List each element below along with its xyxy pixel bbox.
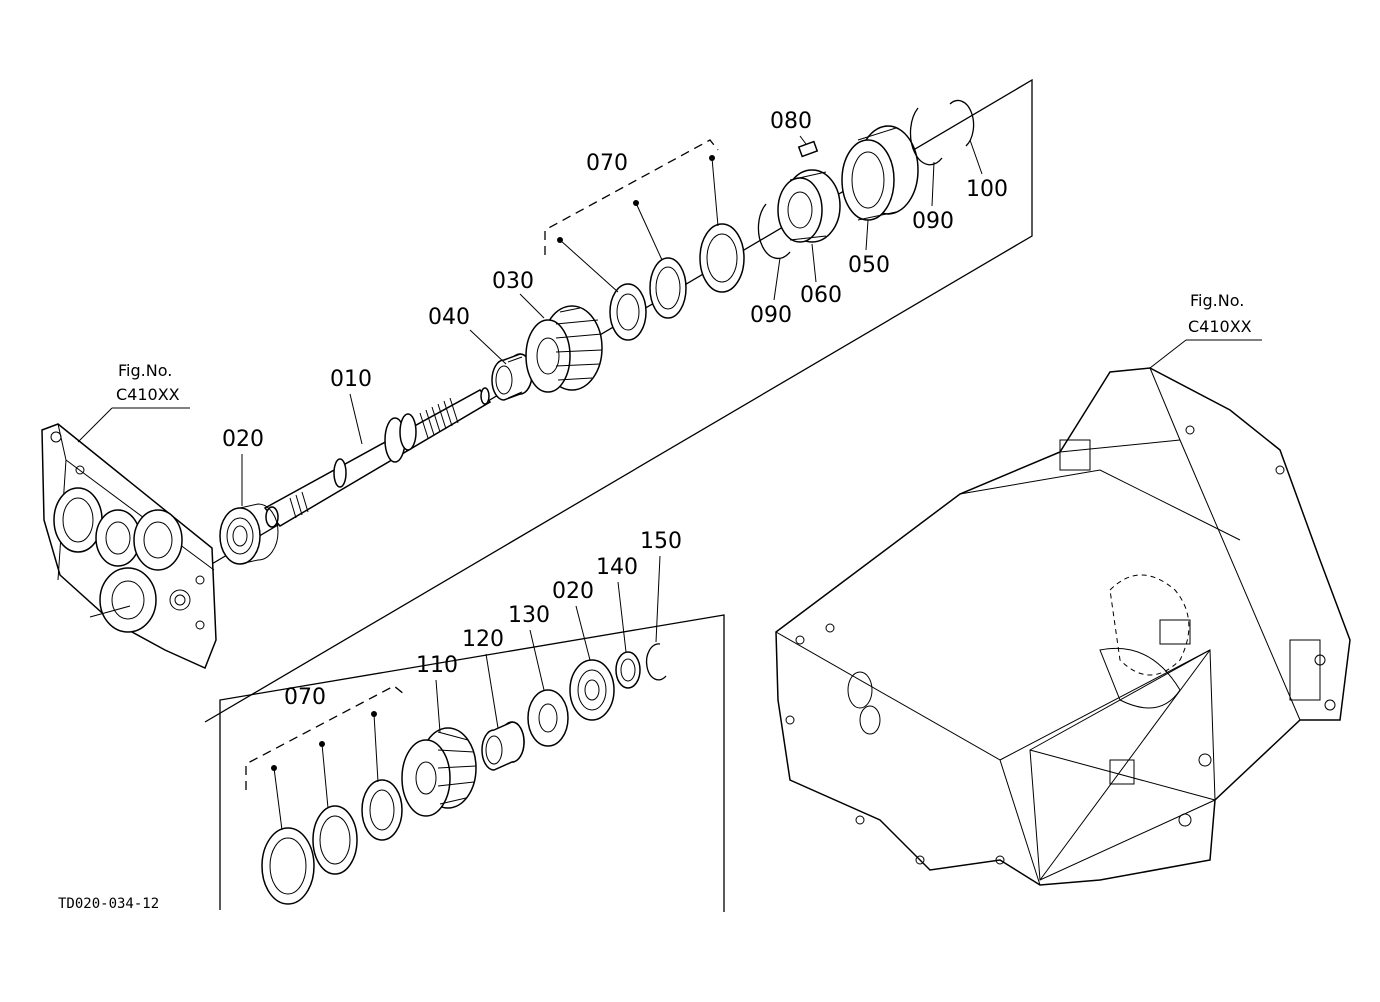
fig-ref-right-line1: Fig.No. (1190, 291, 1244, 310)
drawing-code: TD020-034-12 (58, 896, 159, 912)
left-housing-case (41, 423, 217, 670)
label-020-lower: 020 (552, 579, 594, 604)
part-070-synchro-lower (261, 711, 403, 905)
part-050-sleeve (841, 125, 919, 221)
label-150: 150 (640, 529, 682, 554)
part-090-snap-ring-a (757, 203, 791, 259)
callout-090-a: 090 (750, 257, 792, 328)
label-090-b: 090 (912, 209, 954, 234)
part-060-hub (777, 169, 841, 243)
part-080-key (797, 140, 819, 158)
shaft-splines (289, 397, 459, 519)
label-080: 080 (770, 109, 812, 134)
part-090-snap-ring-b (909, 107, 943, 166)
callout-070-lower: 070 (245, 685, 405, 790)
fig-ref-left: Fig.No. C410XX (77, 361, 190, 443)
part-120-needle-bearing (481, 721, 525, 771)
callout-050: 050 (848, 219, 890, 278)
fig-ref-right-line2: C410XX (1188, 317, 1252, 336)
callout-130: 130 (508, 603, 550, 691)
label-100: 100 (966, 177, 1008, 202)
label-010: 010 (330, 367, 372, 392)
label-090-a: 090 (750, 303, 792, 328)
part-070-synchro-upper (557, 155, 745, 341)
gear-teeth (555, 307, 603, 381)
label-070-lower: 070 (284, 685, 326, 710)
label-140: 140 (596, 555, 638, 580)
part-150-circlip (645, 643, 667, 681)
callout-060: 060 (800, 243, 842, 308)
label-050: 050 (848, 253, 890, 278)
fig-ref-right: Fig.No. C410XX (1149, 291, 1262, 369)
label-060: 060 (800, 283, 842, 308)
callout-090-b: 090 (912, 161, 954, 234)
callout-030: 030 (492, 269, 545, 319)
part-020-bearing-lower (569, 659, 615, 721)
label-020-upper: 020 (222, 427, 264, 452)
part-020-bearing-upper (219, 503, 279, 565)
part-140-spacer (615, 651, 641, 689)
callout-070-upper: 070 (544, 139, 719, 255)
callout-110: 110 (416, 653, 458, 733)
part-130-washer (527, 689, 569, 747)
label-030: 030 (492, 269, 534, 294)
part-100-circlip (949, 99, 975, 147)
callout-080: 080 (770, 109, 812, 145)
callout-010: 010 (330, 367, 372, 445)
fig-ref-left-line2: C410XX (116, 385, 180, 404)
label-120: 120 (462, 627, 504, 652)
callout-150: 150 (640, 529, 682, 643)
callout-020-lower: 020 (552, 579, 594, 661)
label-070-upper: 070 (586, 151, 628, 176)
label-110: 110 (416, 653, 458, 678)
right-transmission-case (775, 367, 1351, 886)
part-030-gear (525, 305, 603, 393)
label-130: 130 (508, 603, 550, 628)
part-010-shaft (263, 387, 492, 528)
fig-ref-left-line1: Fig.No. (118, 361, 172, 380)
callout-100: 100 (966, 139, 1008, 202)
label-040: 040 (428, 305, 470, 330)
callout-120: 120 (462, 627, 504, 729)
callout-040: 040 (428, 305, 507, 365)
callout-140: 140 (596, 555, 638, 653)
lower-assembly-frame (219, 614, 725, 912)
callout-020-upper: 020 (222, 427, 264, 506)
part-110-gear (401, 727, 477, 817)
